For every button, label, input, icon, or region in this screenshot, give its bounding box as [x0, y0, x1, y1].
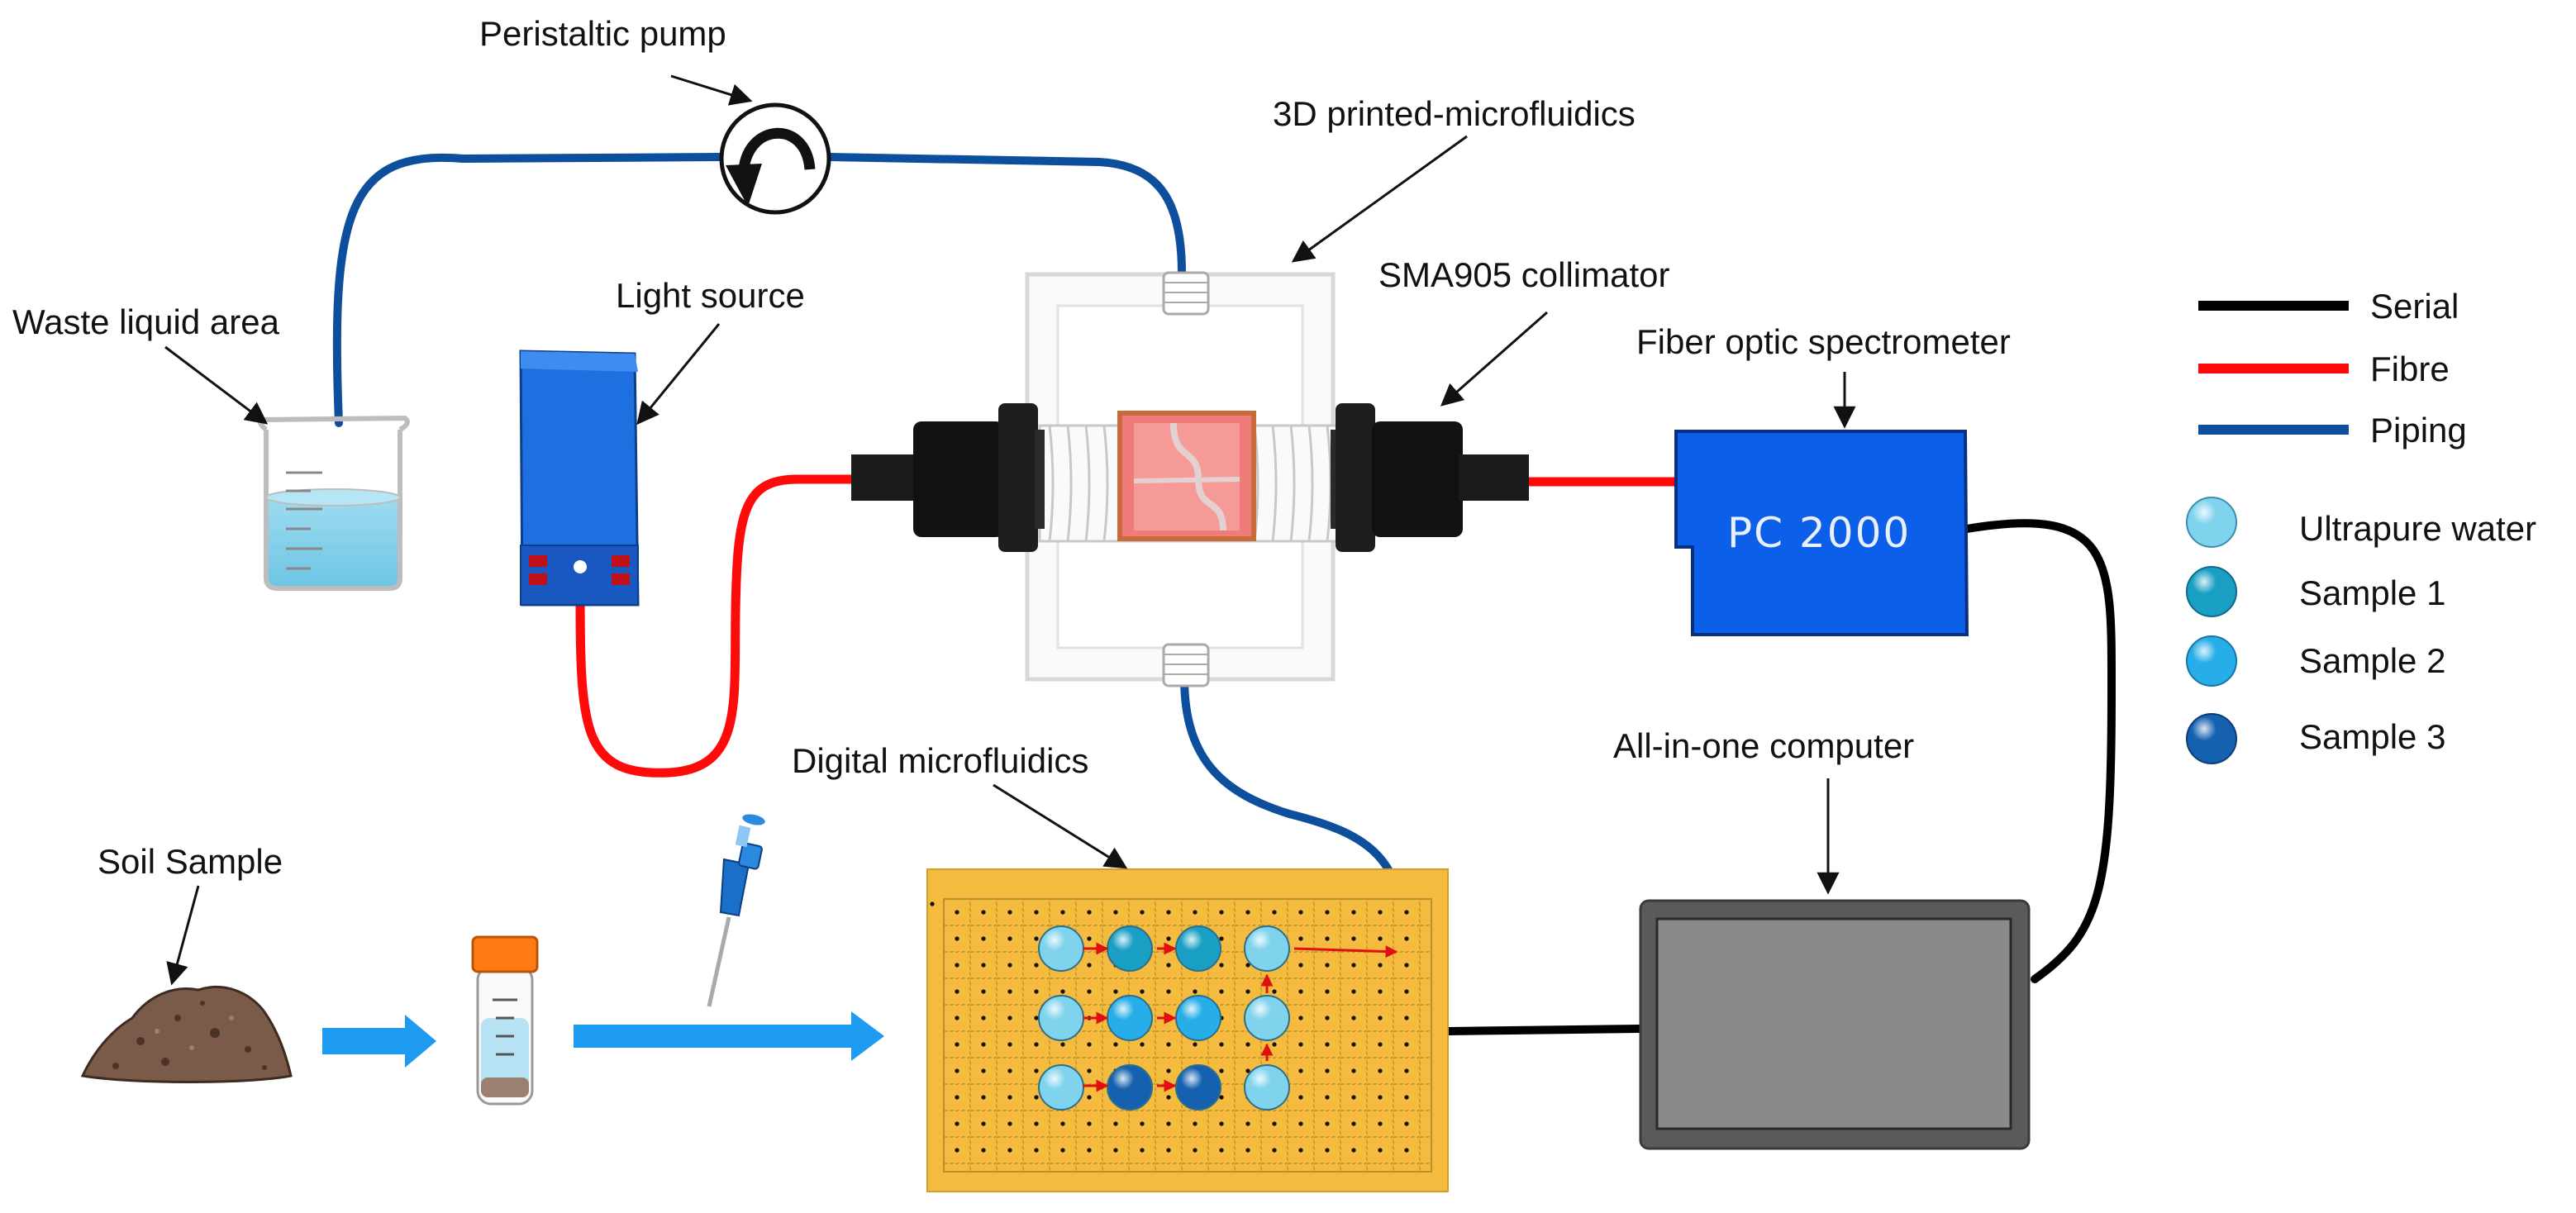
serial-spectrometer-to-computer — [1963, 519, 2117, 983]
pipe-pump-to-chip — [826, 153, 1186, 277]
pointer-light-source — [636, 323, 721, 426]
legend-label-piping: Piping — [2370, 411, 2467, 450]
printed-microfluidic-chip — [1025, 271, 1347, 687]
label-soil-sample: Soil Sample — [98, 842, 283, 881]
legend-label-serial: Serial — [2370, 287, 2459, 326]
pipette-icon — [707, 814, 765, 1007]
sma-collimator-right — [1331, 403, 1529, 552]
label-light-source: Light source — [616, 276, 805, 315]
legend-label-sample2: Sample 2 — [2299, 641, 2445, 680]
label-peristaltic-pump: Peristaltic pump — [479, 14, 726, 53]
label-waste-liquid-area: Waste liquid area — [12, 302, 280, 341]
pointer-sma-collimator — [1440, 311, 1548, 407]
fibre-cables — [575, 474, 1683, 778]
pipe-beaker-to-pump — [332, 153, 725, 427]
dmf-droplet-highlight — [1245, 926, 1289, 971]
sample-tube-icon — [471, 935, 539, 1106]
dmf-droplet-highlight — [1039, 996, 1083, 1040]
spectrometer-model-text: PC 2000 — [1727, 509, 1911, 557]
dmf-droplet-highlight — [1176, 926, 1221, 971]
serial-dmf-to-computer — [1444, 1025, 1643, 1035]
serial-cables — [1444, 519, 2117, 1035]
line-type-legend: Serial Fibre Piping — [2198, 287, 2467, 450]
dmf-droplet-array — [1038, 925, 1290, 1111]
peristaltic-pump — [719, 102, 831, 215]
legend-label-sample1: Sample 1 — [2299, 573, 2445, 612]
dmf-droplet-highlight — [1176, 1065, 1221, 1110]
label-sma-collimator: SMA905 collimator — [1378, 255, 1669, 294]
dmf-droplet-highlight — [1107, 1065, 1152, 1110]
legend-label-fibre: Fibre — [2370, 350, 2450, 388]
pointer-pump — [670, 74, 753, 106]
flow-arrow-soil-to-tube — [322, 1015, 436, 1068]
dmf-transport-arrows — [1083, 942, 1398, 1092]
fibre-light-source-to-collimator — [575, 474, 858, 778]
label-digital-microfluidics: Digital microfluidics — [792, 741, 1088, 780]
droplet-legend: Ultrapure water Sample 1 Sample 2 Sample… — [2186, 497, 2536, 764]
dmf-droplet-highlight — [1107, 926, 1152, 971]
dmf-droplet-highlight — [1039, 926, 1083, 971]
pointer-waste — [164, 345, 269, 425]
fiber-optic-spectrometer: PC 2000 — [1674, 430, 1969, 636]
pointer-digital-microfluidics — [993, 783, 1128, 869]
dmf-droplet-highlight — [1107, 996, 1152, 1040]
label-fiber-spectrometer: Fiber optic spectrometer — [1636, 322, 2011, 361]
light-source-device — [519, 350, 640, 606]
label-all-in-one-computer: All-in-one computer — [1613, 726, 1914, 765]
all-in-one-computer — [1639, 899, 2031, 1150]
pointer-soil-sample — [166, 885, 200, 986]
dmf-droplet-highlight — [1245, 1065, 1289, 1110]
waste-beaker — [257, 415, 410, 591]
label-printed-microfluidics: 3D printed-microfluidics — [1273, 94, 1636, 133]
legend-label-ultrapure: Ultrapure water — [2299, 509, 2536, 548]
dmf-droplet-highlight — [1039, 1065, 1083, 1110]
soil-pile-icon — [80, 986, 293, 1083]
legend-label-sample3: Sample 3 — [2299, 717, 2445, 756]
pointer-printed-microfluidics — [1291, 135, 1468, 263]
rotation-arrow-icon — [738, 127, 816, 181]
dmf-droplet-highlight — [1245, 996, 1289, 1040]
sma-collimator-left — [851, 403, 1045, 552]
flow-arrow-tube-to-dmf — [574, 1011, 884, 1061]
dmf-droplet-highlight — [1176, 996, 1221, 1040]
